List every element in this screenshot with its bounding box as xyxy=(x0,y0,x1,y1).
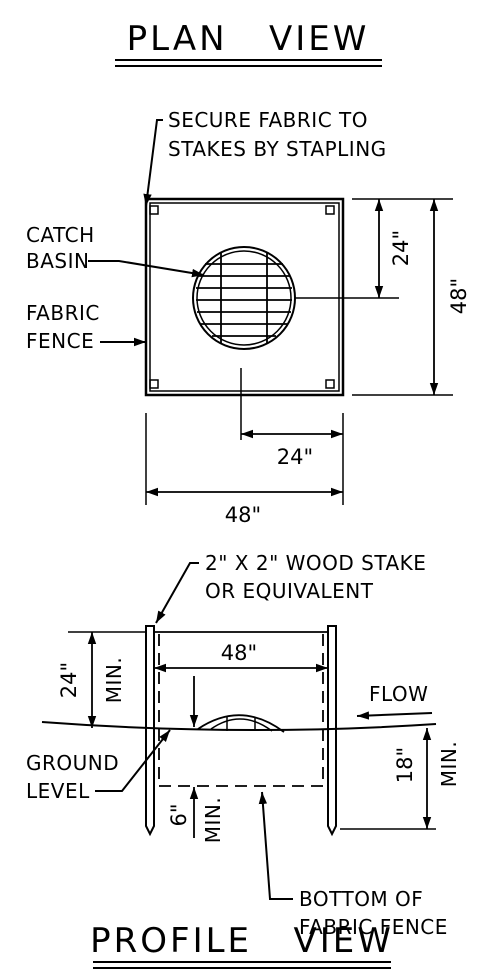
dim-vertical-48-label: 48" xyxy=(447,278,471,314)
dim-vertical-24-label: 24" xyxy=(389,230,413,266)
bottom-fabric-label-line2: FABRIC FENCE xyxy=(299,915,448,939)
stake-note-leader xyxy=(155,562,199,624)
stake-right xyxy=(327,625,337,837)
dim-embed-18-label: 18" xyxy=(393,747,417,783)
flow-arrow xyxy=(356,711,433,720)
dim-horizontal-24-label: 24" xyxy=(277,445,313,469)
stake-marker-bottom-right xyxy=(325,379,335,389)
stapling-note-line2: STAKES BY STAPLING xyxy=(168,137,387,161)
catch-basin-label-line2: BASIN xyxy=(26,249,89,273)
dim-embed-min-label: MIN. xyxy=(437,741,461,787)
dim-height-24-label: 24" xyxy=(57,662,81,698)
ground-level-label-line1: GROUND xyxy=(26,751,119,775)
stake-marker-top-left xyxy=(149,205,159,215)
dim-height-min-label: MIN. xyxy=(102,657,126,703)
dim-bury-min-label: MIN. xyxy=(201,797,225,843)
stapling-leader xyxy=(143,119,163,207)
fabric-fence-label-line2: FENCE xyxy=(26,329,94,353)
basin-dome-inner xyxy=(210,718,273,732)
stake-note-line2: OR EQUIVALENT xyxy=(205,579,374,603)
fabric-fence-inner xyxy=(149,202,340,392)
catch-basin-label-line1: CATCH xyxy=(26,223,95,247)
stake-marker-bottom-left xyxy=(149,379,159,389)
catch-basin-grate xyxy=(192,246,296,350)
dim-profile-48-label: 48" xyxy=(221,641,257,665)
flow-label: FLOW xyxy=(369,682,428,706)
stake-left xyxy=(145,625,155,837)
dim-horizontal-48-label: 48" xyxy=(225,503,261,527)
plan-view-title: PLAN VIEW xyxy=(127,19,370,59)
catch-basin-leader xyxy=(88,260,205,278)
dim-bury-6-label: 6" xyxy=(167,803,191,826)
ground-level-label-line2: LEVEL xyxy=(26,779,90,803)
basin-dome-outer xyxy=(197,714,285,733)
plan-view: PLAN VIEW SECURE FABRIC TO STAKES BY STA… xyxy=(26,19,471,527)
ground-level-leader xyxy=(95,729,171,792)
profile-view-title: PROFILE VIEW xyxy=(90,921,394,961)
fabric-fence-label-line1: FABRIC xyxy=(26,301,100,325)
ground-level-line xyxy=(41,721,437,732)
fabric-fence-outer xyxy=(144,197,345,397)
profile-view: 2" X 2" WOOD STAKE OR EQUIVALENT 48" 24"… xyxy=(26,551,461,969)
bottom-fabric-label-line1: BOTTOM OF xyxy=(299,887,423,911)
stake-note-line1: 2" X 2" WOOD STAKE xyxy=(205,551,426,575)
bottom-fabric-leader xyxy=(258,791,293,900)
stake-marker-top-right xyxy=(325,205,335,215)
stapling-note-line1: SECURE FABRIC TO xyxy=(168,108,368,132)
